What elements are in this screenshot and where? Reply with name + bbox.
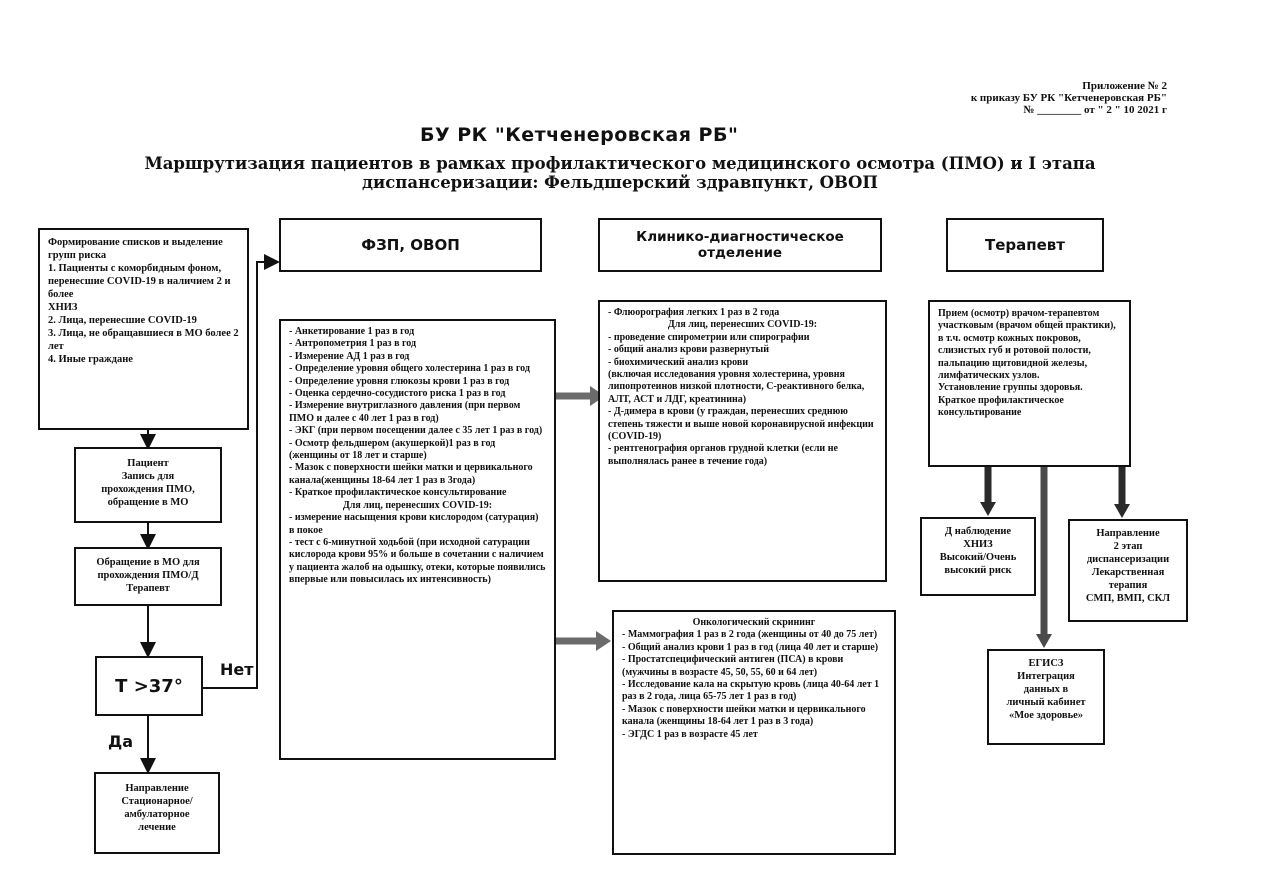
doc-title-line-2: диспансеризации: Фельдшерский здравпункт… — [362, 173, 878, 192]
stage2-line-5: СМП, ВМП, СКЛ — [1085, 593, 1171, 604]
yes-label: Да — [108, 732, 134, 751]
fzp-item-1: - Антропометрия 1 раз в год — [289, 338, 417, 350]
fzp-item-0: - Анкетирование 1 раз в год — [289, 326, 415, 337]
fzp-item-3: - Определение уровня общего холестерина … — [289, 363, 530, 375]
annex-block: Приложение № 2 к приказу БУ РК "Кетченер… — [807, 80, 1167, 116]
temperature-box: Т >37° — [95, 656, 203, 716]
stage2-line-1: 2 этап — [1113, 541, 1143, 552]
fzp-item-2: - Измерение АД 1 раз в год — [289, 350, 410, 362]
risk-line-2: перенесшие COVID-19 в наличием 2 и более — [48, 276, 231, 300]
risk-line-3: ХНИЗ — [48, 302, 78, 313]
patient-line-0: Пациент — [127, 458, 169, 469]
risk-line-6: 4. Иные граждане — [48, 354, 133, 365]
onco-item-3: - Простатспецифический антиген (ПСА) в к… — [622, 654, 844, 678]
visit-line-0: Обращение в МО для — [96, 557, 200, 568]
header-therapist: Терапевт — [946, 218, 1104, 272]
egisz-box: ЕГИСЗ Интеграция данных в личный кабинет… — [987, 649, 1105, 745]
kdo-item-6: - Д-димера в крови (у граждан, перенесши… — [608, 406, 874, 443]
onco-item-1: - Маммография 1 раз в 2 года (женщины от… — [622, 629, 878, 641]
patient-line-3: обращение в МО — [107, 497, 189, 508]
kdo-item-3: - общий анализ крови развернутый — [608, 344, 769, 356]
fzp-item-10: - Краткое профилактическое консультирова… — [289, 487, 507, 499]
egisz-line-1: Интеграция — [1017, 671, 1075, 682]
dnabl-line-1: ХНИЗ — [963, 539, 993, 550]
referral-line-1: Стационарное/ — [121, 796, 193, 807]
patient-appointment-box: Пациент Запись для прохождения ПМО, обра… — [74, 447, 222, 523]
therapist-item-2: Краткое профилактическое консультировани… — [938, 394, 1064, 419]
kdo-item-4: - биохимический анализ крови — [608, 356, 749, 368]
referral-line-2: амбулаторное — [124, 809, 190, 820]
dnabl-line-3: высокий риск — [944, 565, 1012, 576]
fzp-item-6: - Измерение внутриглазного давления (при… — [289, 400, 521, 424]
risk-line-0: Формирование списков и выделение групп р… — [48, 237, 223, 261]
onco-screening-box: Онкологический скрининг - Маммография 1 … — [612, 610, 896, 855]
egisz-line-2: данных в — [1023, 684, 1069, 695]
stage2-line-2: диспансеризации — [1086, 554, 1170, 565]
risk-line-1: 1. Пациенты с коморбидным фоном, — [48, 263, 222, 274]
fzp-covid-heading: Для лиц, перенесших COVID-19: — [342, 499, 493, 511]
visit-line-1: прохождения ПМО/Д — [97, 570, 199, 581]
fzp-item-12: - измерение насыщения крови кислородом (… — [289, 512, 539, 536]
visit-line-2: Терапевт — [126, 583, 170, 594]
onco-item-4: - Исследование кала на скрытую кровь (ли… — [622, 679, 880, 703]
org-title: БУ РК "Кетченеровская РБ" — [420, 124, 739, 146]
header-kdo-label: Клинико-диагностическое отделение — [636, 229, 844, 261]
fzp-item-8: - Осмотр фельдшером (акушеркой)1 раз в г… — [289, 437, 496, 462]
therapist-exam-box: Прием (осмотр) врачом-терапевтом участко… — [928, 300, 1131, 467]
onco-item-5: - Мазок с поверхности шейки матки и церв… — [622, 703, 866, 728]
no-label: Нет — [220, 660, 254, 679]
patient-line-2: прохождения ПМО, — [101, 484, 195, 495]
patient-line-1: Запись для — [121, 471, 175, 482]
mo-visit-box: Обращение в МО для прохождения ПМО/Д Тер… — [74, 547, 222, 606]
therapist-item-0: Прием (осмотр) врачом-терапевтом участко… — [938, 308, 1116, 382]
kdo-services-box: - Флюорография легких 1 раз в 2 года Для… — [598, 300, 887, 582]
fzp-services-box: - Анкетирование 1 раз в год - Антропомет… — [279, 319, 556, 760]
dnabl-line-2: Высокий/Очень — [939, 552, 1017, 563]
kdo-item-2: - проведение спирометрии или спирографии — [608, 331, 810, 343]
header-therapist-label: Терапевт — [985, 236, 1065, 254]
stage2-referral-box: Направление 2 этап диспансеризации Лекар… — [1068, 519, 1188, 622]
onco-item-2: - Общий анализ крови 1 раз в год (лица 4… — [622, 641, 879, 653]
egisz-line-0: ЕГИСЗ — [1028, 658, 1064, 669]
referral-line-0: Направление — [125, 783, 189, 794]
fzp-item-9: - Мазок с поверхности шейки матки и церв… — [289, 462, 533, 486]
stage2-line-4: терапия — [1108, 580, 1148, 591]
egisz-line-4: «Мое здоровье» — [1008, 710, 1084, 721]
annex-line-1: Приложение № 2 — [1082, 80, 1167, 92]
dnabl-line-0: Д наблюдение — [944, 526, 1012, 537]
kdo-item-7: - рентгенография органов грудной клетки … — [608, 443, 838, 467]
stage2-line-0: Направление — [1096, 528, 1160, 539]
header-fzp-label: ФЗП, ОВОП — [361, 236, 460, 254]
therapist-item-1: Установление группы здоровья. — [938, 382, 1083, 394]
header-fzp: ФЗП, ОВОП — [279, 218, 542, 272]
egisz-line-3: личный кабинет — [1006, 697, 1086, 708]
annex-line-3: № ________ от " 2 " 10 2021 г — [1023, 104, 1167, 116]
referral-box: Направление Стационарное/ амбулаторное л… — [94, 772, 220, 854]
kdo-item-5: (включая исследования уровня холестерина… — [608, 369, 865, 405]
dispensary-observation-box: Д наблюдение ХНИЗ Высокий/Очень высокий … — [920, 517, 1036, 596]
header-kdo: Клинико-диагностическое отделение — [598, 218, 882, 272]
risk-line-4: 2. Лица, перенесшие COVID-19 — [48, 315, 197, 326]
fzp-item-5: - Оценка сердечно-сосудистого риска 1 ра… — [289, 388, 506, 400]
annex-line-2: к приказу БУ РК "Кетченеровская РБ" — [970, 92, 1167, 104]
kdo-covid-heading: Для лиц, перенесших COVID-19: — [667, 319, 818, 331]
referral-line-3: лечение — [138, 822, 176, 833]
temperature-label: Т >37° — [115, 675, 183, 697]
onco-heading: Онкологический скрининг — [692, 617, 816, 628]
risk-groups-box: Формирование списков и выделение групп р… — [38, 228, 249, 430]
doc-title-line-1: Маршрутизация пациентов в рамках профила… — [144, 154, 1096, 173]
onco-item-6: - ЭГДС 1 раз в возрасте 45 лет — [622, 728, 758, 740]
fzp-item-4: - Определение уровня глюкозы крови 1 раз… — [289, 375, 510, 387]
doc-title: Маршрутизация пациентов в рамках профила… — [120, 154, 1120, 192]
stage2-line-3: Лекарственная — [1091, 567, 1165, 578]
arrow-no-to-fzp — [203, 254, 280, 689]
fzp-item-7: - ЭКГ (при первом посещении далее с 35 л… — [289, 425, 543, 437]
risk-line-5: 3. Лица, не обращавшиеся в МО более 2 ле… — [48, 328, 239, 352]
fzp-item-13: - тест с 6-минутной ходьбой (при исходно… — [289, 536, 546, 586]
kdo-item-0: - Флюорография легких 1 раз в 2 года — [608, 307, 780, 318]
